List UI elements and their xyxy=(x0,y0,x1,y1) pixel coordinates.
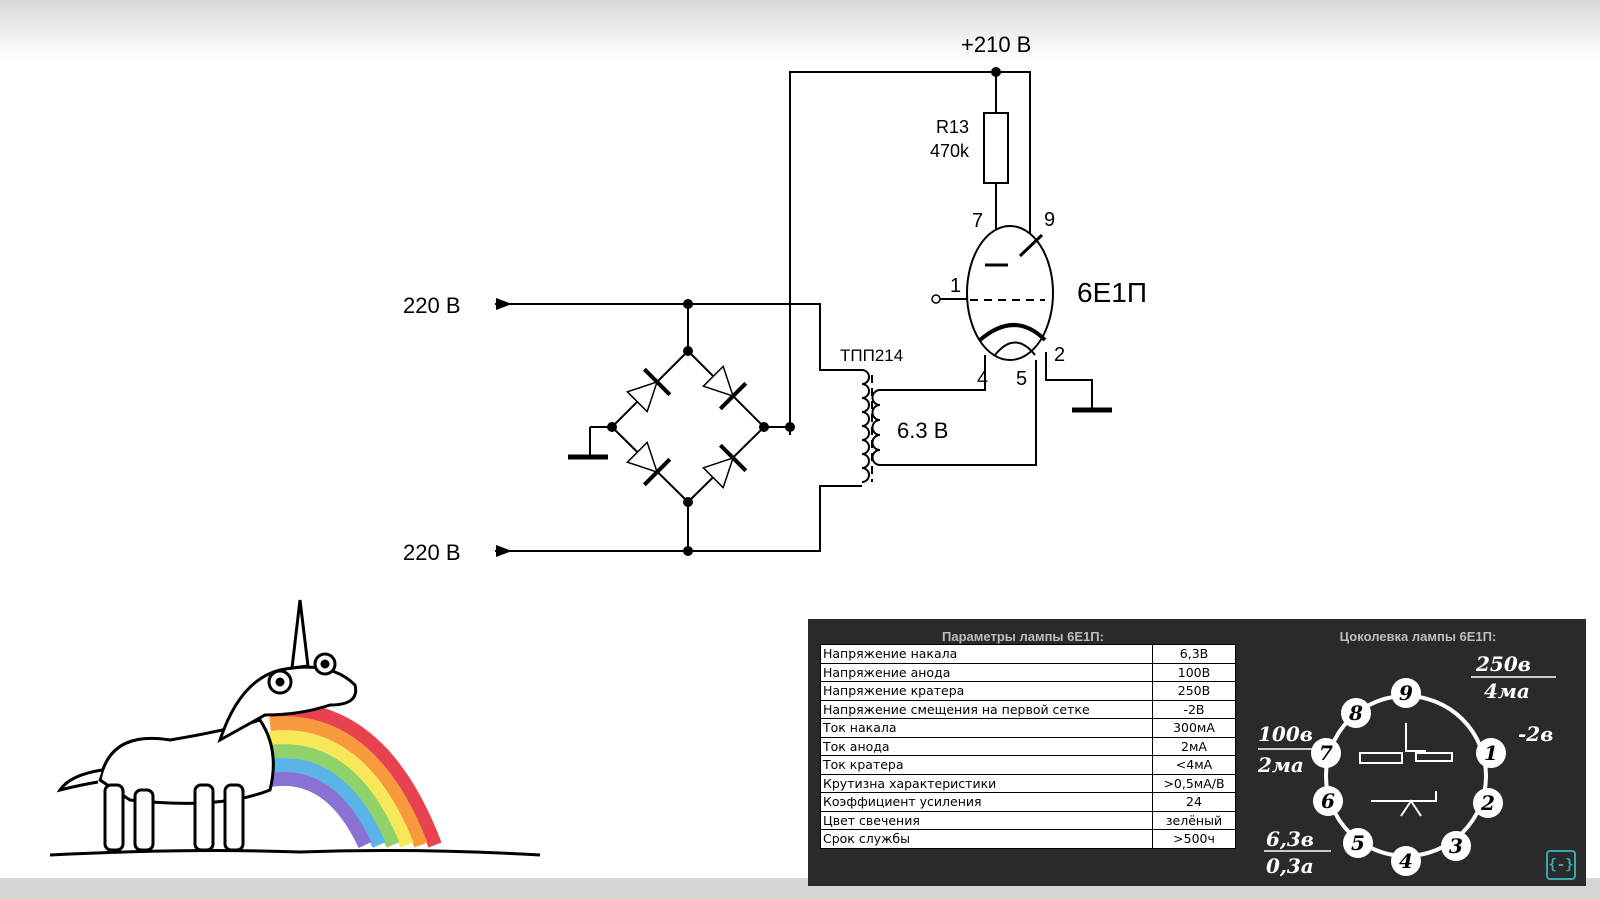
tube-label: 6Е1П xyxy=(1077,277,1147,308)
arrow-right-icon xyxy=(495,298,512,557)
pin-circle xyxy=(1311,738,1341,768)
pin-number: 8 xyxy=(1348,701,1363,725)
pinout-diagram: 1 23 4 56 78 9 250в 4ма 100в 2ма -2в 6,3в 0,3… xyxy=(1257,652,1556,878)
pin-circle xyxy=(1391,678,1421,708)
pin2-label: 2 xyxy=(1054,344,1065,366)
junction-dots xyxy=(607,67,1001,556)
param-name: Напряжение анода xyxy=(820,662,1153,682)
resistor-ref: R13 xyxy=(936,117,969,137)
param-value: >500ч xyxy=(1152,829,1236,849)
pin-circles: 1 23 4 56 78 9 xyxy=(1311,678,1506,876)
heater-voltage-label: 6.3 В xyxy=(897,418,948,443)
pin-number: 3 xyxy=(1449,834,1463,858)
note-left-v: 100в xyxy=(1258,722,1313,746)
pin-number: 7 xyxy=(1319,741,1333,765)
param-value: зелёный xyxy=(1152,810,1236,830)
note-bottom-a: 0,3а xyxy=(1266,854,1314,878)
param-value: <4мА xyxy=(1152,755,1236,775)
rainbow xyxy=(268,702,442,849)
resistor-value: 470k xyxy=(930,141,970,161)
diode-icon xyxy=(625,364,748,490)
param-name: Цвет свечения xyxy=(820,810,1153,830)
unicorn-illustration xyxy=(49,599,541,857)
table-row: Напряжение смещения на первой сетке-2В xyxy=(820,699,1236,719)
pin-circle xyxy=(1441,831,1471,861)
note-top-ma: 4ма xyxy=(1484,679,1530,703)
param-value: 300мА xyxy=(1152,718,1236,738)
table-row: Крутизна характеристики>0,5мА/В xyxy=(820,773,1236,793)
pin-circle xyxy=(1343,828,1373,858)
pin-circle xyxy=(1391,846,1421,876)
pin5-label: 5 xyxy=(1016,368,1027,390)
note-right-v: -2в xyxy=(1518,722,1553,746)
pin-number: 2 xyxy=(1480,791,1495,815)
pin-number: 4 xyxy=(1399,849,1413,873)
param-name: Коэффициент усиления xyxy=(820,792,1153,812)
param-name: Напряжение кратера xyxy=(820,681,1153,701)
param-value: 250В xyxy=(1152,681,1236,701)
pin-circle xyxy=(1313,786,1343,816)
params-title: Параметры лампы 6Е1П: xyxy=(942,629,1104,644)
pin-number: 1 xyxy=(1484,741,1498,765)
table-row: Срок службы>500ч xyxy=(820,829,1236,849)
transformer-label: ТПП214 xyxy=(840,346,903,365)
pin-circle xyxy=(1476,738,1506,768)
param-value: -2В xyxy=(1152,699,1236,719)
input-top-label: 220 В xyxy=(403,293,461,318)
param-value: 100В xyxy=(1152,662,1236,682)
pin-circle xyxy=(1341,698,1371,728)
pinout-title: Цоколевка лампы 6Е1П: xyxy=(1339,629,1497,644)
param-name: Напряжение накала xyxy=(820,644,1153,664)
pin-number: 9 xyxy=(1399,681,1413,705)
param-name: Срок службы xyxy=(820,829,1153,849)
param-name: Ток накала xyxy=(820,718,1153,738)
param-name: Ток анода xyxy=(820,736,1153,756)
top-shade xyxy=(0,0,1600,60)
pin-circle xyxy=(1473,788,1503,818)
param-name: Ток кратера xyxy=(820,755,1153,775)
pin9-label: 9 xyxy=(1044,209,1055,231)
pin-number: 6 xyxy=(1321,789,1335,813)
param-value: 24 xyxy=(1152,792,1236,812)
note-top-v: 250в xyxy=(1475,652,1531,676)
logo-icon: {-} xyxy=(1546,850,1576,880)
pin4-label: 4 xyxy=(977,368,988,390)
circuit-schematic: +210 В 220 В 220 В R13 470k 6Е1П ТПП214 … xyxy=(403,32,1147,565)
param-name: Напряжение смещения на первой сетке xyxy=(820,699,1153,719)
pin-number: 5 xyxy=(1351,831,1365,855)
note-bottom-v: 6,3в xyxy=(1266,827,1314,851)
tube-6e1p xyxy=(931,225,1054,361)
resistor-r13 xyxy=(983,112,1009,184)
transformer-tpp214 xyxy=(861,369,881,483)
param-value: >0,5мА/В xyxy=(1152,773,1236,793)
note-left-ma: 2ма xyxy=(1257,753,1304,777)
pin1-label: 1 xyxy=(950,275,961,297)
supply-label: +210 В xyxy=(961,32,1031,57)
input-bottom-label: 220 В xyxy=(403,540,461,565)
pin7-label: 7 xyxy=(972,210,983,232)
param-name: Крутизна характеристики xyxy=(820,773,1153,793)
param-value: 2мА xyxy=(1152,736,1236,756)
ground-icon xyxy=(568,407,1112,460)
param-value: 6,3В xyxy=(1152,644,1236,664)
table-row: Ток кратера<4мА xyxy=(820,755,1236,775)
